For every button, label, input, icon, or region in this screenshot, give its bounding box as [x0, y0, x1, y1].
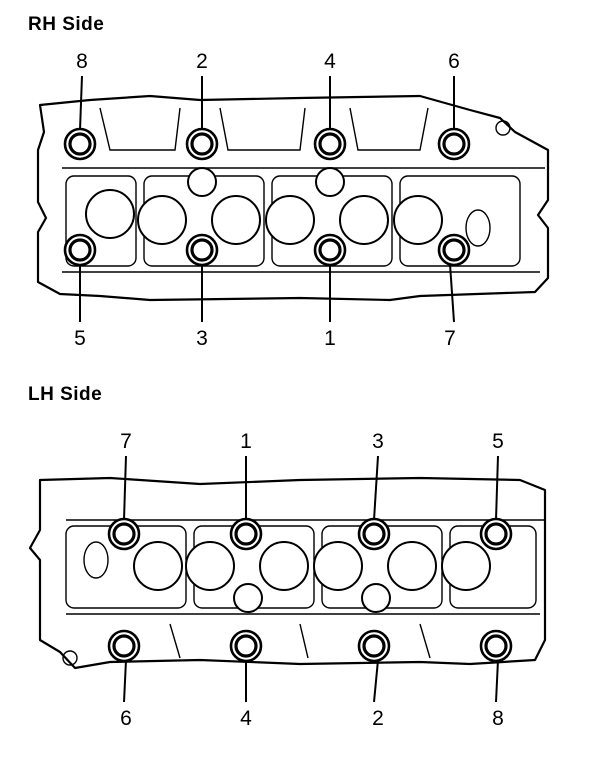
lh-bolt-bottom-3-sequence-label: 2: [372, 707, 384, 730]
lh-bolt-top-4-bolt-socket: [484, 522, 508, 546]
lh-bolt-bottom-2-bolt-socket: [234, 634, 258, 658]
lh-bolt-bottom-3-leader-line: [373, 659, 379, 703]
lh-bolt-top-2-sequence-label: 1: [240, 430, 252, 453]
rh-bolt-top-3-bolt-socket: [318, 132, 342, 156]
lh-bolt-bottom-1-sequence-label: 6: [120, 707, 132, 730]
lh-bolt-bottom-4-bolt-socket: [484, 634, 508, 658]
rh-bolt-bottom-1-bolt-socket: [68, 238, 92, 262]
rh-bolt-bottom-1-sequence-label: 5: [74, 327, 86, 350]
rh-bolt-top-1-bolt-socket: [68, 132, 92, 156]
lh-bolt-top-3-bolt-socket: [362, 522, 386, 546]
rh-bolt-top-3-sequence-label: 4: [324, 50, 336, 73]
lh-bolt-bottom-2-sequence-label: 4: [240, 707, 252, 730]
rh-side-title: RH Side: [28, 14, 105, 35]
rh-bolt-top-1-sequence-label: 8: [76, 50, 88, 73]
lh-bolt-top-1-leader-line: [123, 455, 127, 521]
lh-bolt-top-2-bolt-socket: [234, 522, 258, 546]
rh-bolt-bottom-2-sequence-label: 3: [196, 327, 208, 350]
lh-bolt-bottom-1-leader-line: [123, 659, 127, 703]
lh-bolt-top-1-bolt-socket: [112, 522, 136, 546]
rh-bolt-bottom-4-bolt-socket: [442, 238, 466, 262]
rh-bolt-bottom-3-sequence-label: 1: [324, 327, 336, 350]
rh-bolt-bottom-4-sequence-label: 7: [444, 327, 456, 350]
rh-bolt-top-4-bolt-socket: [442, 132, 466, 156]
rh-bolt-top-1-leader-line: [79, 75, 83, 131]
lh-side-title: LH Side: [28, 384, 103, 405]
rh-bolt-top-2-sequence-label: 2: [196, 50, 208, 73]
rh-bolt-bottom-2-bolt-socket: [190, 238, 214, 262]
rh-bolt-bottom-3-bolt-socket: [318, 238, 342, 262]
lh-bolt-top-4-leader-line: [495, 455, 499, 521]
lh-bolt-bottom-4-leader-line: [495, 659, 499, 703]
lh-bolt-top-1-sequence-label: 7: [120, 430, 132, 453]
rh-bolt-top-4-sequence-label: 6: [448, 50, 460, 73]
rh-bolt-sequence: 8 2 4 6 5 3 1 7: [63, 50, 471, 350]
lh-bolt-sequence: 7 1 3 5 6 4 2 8: [107, 430, 513, 730]
lh-bolt-top-3-sequence-label: 3: [372, 430, 384, 453]
lh-bolt-bottom-3-bolt-socket: [362, 634, 386, 658]
rh-bolt-bottom-4-leader-line: [449, 263, 455, 323]
rh-bolt-top-2-bolt-socket: [190, 132, 214, 156]
lh-cylinder-head: [28, 476, 547, 670]
rh-cylinder-head: [36, 94, 550, 302]
lh-bolt-top-4-sequence-label: 5: [492, 430, 504, 453]
lh-bolt-bottom-4-sequence-label: 8: [492, 707, 504, 730]
lh-bolt-bottom-1-bolt-socket: [112, 634, 136, 658]
lh-bolt-top-3-leader-line: [373, 455, 379, 521]
